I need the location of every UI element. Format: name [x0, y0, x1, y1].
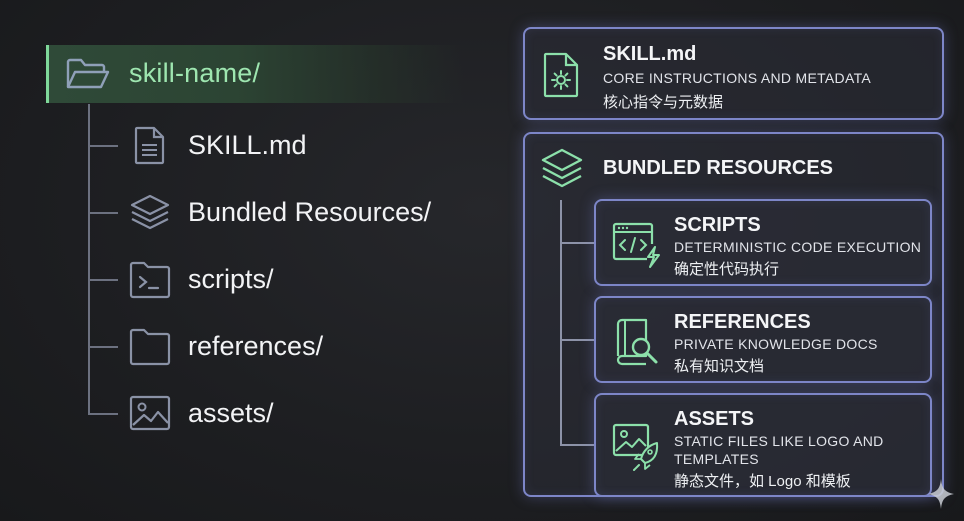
assets-card-subtitle-zh: 静态文件，如 Logo 和模板: [674, 473, 851, 490]
tree-branch-line: [88, 346, 118, 348]
code-window-icon: [612, 222, 660, 268]
references-card-title: REFERENCES: [674, 311, 811, 333]
book-search-icon: [616, 318, 658, 366]
sparkle-icon: [928, 479, 954, 509]
tree-item-label: SKILL.md: [188, 130, 307, 160]
connector-branch-line: [560, 242, 594, 244]
references-card-subtitle-zh: 私有知识文档: [674, 358, 765, 375]
skill-md-card[interactable]: SKILL.md CORE INSTRUCTIONS AND METADATA …: [523, 27, 944, 120]
layers-icon: [130, 194, 170, 230]
scripts-card-subtitle: DETERMINISTIC CODE EXECUTION: [674, 239, 922, 255]
tree-item-label: Bundled Resources/: [188, 197, 432, 227]
tree-branch-line: [88, 413, 118, 415]
terminal-folder-icon: [129, 261, 171, 299]
tree-branch-line: [88, 212, 118, 214]
folder-open-icon: [66, 58, 110, 89]
tree-item-label: scripts/: [188, 264, 274, 294]
bundled-card-title: BUNDLED RESOURCES: [603, 157, 834, 179]
connector-branch-line: [560, 444, 594, 446]
settings-document-icon: [543, 52, 579, 98]
tree-item-label: assets/: [188, 398, 274, 428]
skill-card-title: SKILL.md: [603, 43, 697, 65]
folder-icon: [129, 328, 171, 366]
references-card-subtitle: PRIVATE KNOWLEDGE DOCS: [674, 336, 878, 352]
assets-card-title: ASSETS: [674, 408, 755, 430]
tree-branch-line: [88, 279, 118, 281]
references-card[interactable]: REFERENCES PRIVATE KNOWLEDGE DOCS 私有知识文档: [594, 296, 932, 383]
skill-card-subtitle: CORE INSTRUCTIONS AND METADATA: [603, 70, 872, 86]
scripts-card-subtitle-zh: 确定性代码执行: [674, 261, 780, 278]
tree-root-label: skill-name/: [129, 58, 261, 88]
tree-branch-line: [88, 145, 118, 147]
layers-icon: [541, 148, 583, 188]
tree-item-label: references/: [188, 331, 324, 361]
scripts-card[interactable]: SCRIPTS DETERMINISTIC CODE EXECUTION 确定性…: [594, 199, 932, 286]
assets-card-subtitle: STATIC FILES LIKE LOGO AND TEMPLATES: [674, 433, 884, 467]
image-icon: [129, 395, 171, 431]
skill-card-subtitle-zh: 核心指令与元数据: [603, 94, 724, 111]
scripts-card-title: SCRIPTS: [674, 214, 761, 236]
image-rocket-icon: [612, 423, 659, 471]
connector-branch-line: [560, 339, 594, 341]
connector-trunk-line: [560, 200, 562, 446]
tree-trunk-line: [88, 104, 90, 414]
tree-root-folder[interactable]: skill-name/: [46, 45, 464, 103]
document-icon: [134, 126, 165, 165]
assets-card[interactable]: ASSETS STATIC FILES LIKE LOGO AND TEMPLA…: [594, 393, 932, 497]
